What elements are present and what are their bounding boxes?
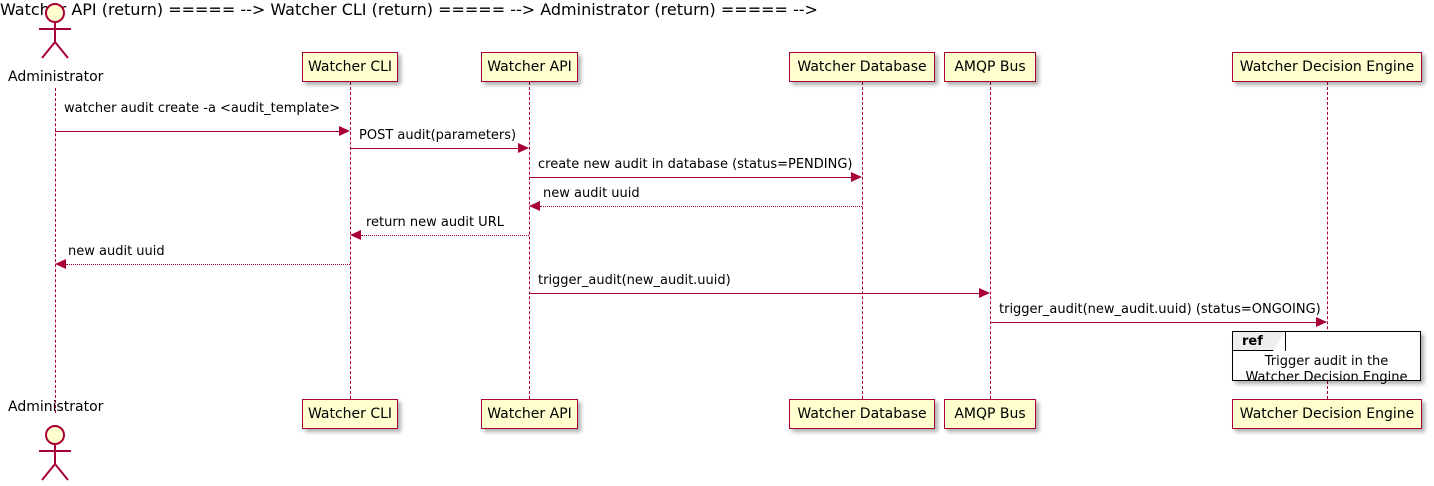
arrow-head-m4 [529,201,540,211]
ref-fragment: ref Trigger audit in the Watcher Decisio… [1232,331,1421,385]
ref-fragment-tab-corner-icon [1272,332,1285,351]
arrow-head-m1 [339,126,350,136]
actor-label-administrator-bottom: Administrator [8,399,104,415]
participant-amqp-bus-top[interactable]: AMQP Bus [944,52,1036,82]
participant-watcher-database-top[interactable]: Watcher Database [789,52,935,82]
lifeline-watcher-cli [350,82,351,399]
actor-label-administrator-top: Administrator [8,69,104,85]
participant-watcher-cli-top[interactable]: Watcher CLI [302,52,398,82]
message-label-m6: new audit uuid [68,244,165,259]
arrow-head-m8 [1316,317,1327,327]
actor-administrator-top [25,2,85,60]
message-label-m4: new audit uuid [543,186,640,201]
participant-watcher-decision-engine-bottom[interactable]: Watcher Decision Engine [1232,399,1422,429]
lifeline-watcher-decision-engine [1327,82,1328,399]
arrow-head-m2 [518,143,529,153]
participant-watcher-api-bottom[interactable]: Watcher API [481,399,578,429]
arrow-head-m3 [851,172,862,182]
ref-fragment-tab-label: ref [1242,333,1263,349]
message-arrow-line-m3 [529,177,851,178]
lifeline-administrator [55,88,56,413]
message-arrow-line-m4 [540,206,862,207]
lifeline-watcher-api [529,82,530,399]
participant-watcher-decision-engine-top[interactable]: Watcher Decision Engine [1232,52,1422,82]
lifeline-watcher-database [862,82,863,399]
arrow-head-m5 [350,230,361,240]
arrow-head-m6 [55,259,66,269]
actor-administrator-bottom [25,424,85,482]
message-label-m2: POST audit(parameters) [359,128,517,143]
participant-amqp-bus-bottom[interactable]: AMQP Bus [944,399,1036,429]
message-label-m3: create new audit in database (status=PEN… [538,157,853,172]
message-arrow-line-m7 [529,293,979,294]
ref-fragment-tab: ref [1233,332,1286,351]
ref-fragment-line-1: Trigger audit in the [1264,354,1389,369]
message-arrow-line-m1 [55,131,339,132]
stick-figure-icon [39,3,71,59]
participant-watcher-api-top[interactable]: Watcher API [481,52,578,82]
stick-figure-icon [39,425,71,481]
message-arrow-line-m8 [990,322,1316,323]
message-label-m7: trigger_audit(new_audit.uuid) [538,273,731,288]
message-arrow-line-m2 [350,148,518,149]
participant-watcher-database-bottom[interactable]: Watcher Database [789,399,935,429]
message-label-m5: return new audit URL [366,215,504,230]
message-label-m1: watcher audit create -a <audit_template> [64,101,341,116]
participant-watcher-cli-bottom[interactable]: Watcher CLI [302,399,398,429]
arrow-head-m7 [979,288,990,298]
lifeline-amqp-bus [990,82,991,399]
message-label-m8: trigger_audit(new_audit.uuid) (status=ON… [999,302,1321,317]
message-arrow-line-m6 [66,264,350,265]
ref-fragment-line-2: Watcher Decision Engine [1245,370,1408,385]
ref-fragment-body: Trigger audit in the Watcher Decision En… [1233,354,1420,386]
message-arrow-line-m5 [361,235,529,236]
